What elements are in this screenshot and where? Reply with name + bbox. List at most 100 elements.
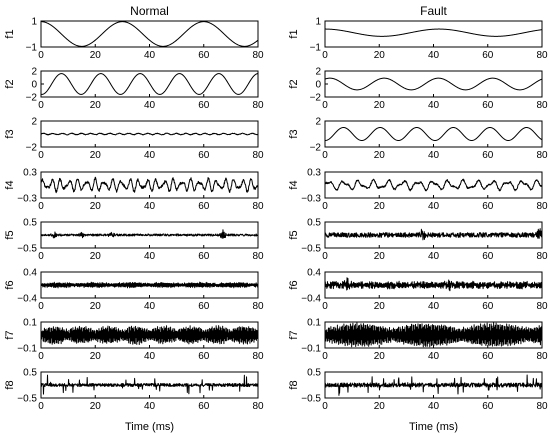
y-tick-label: 0.4 [23, 268, 37, 279]
signal-line [324, 28, 543, 37]
y-tick-label: −2 [26, 143, 38, 154]
x-tick-label: 0 [322, 251, 328, 262]
x-tick-label: 20 [374, 301, 386, 312]
y-tick-label: −0.4 [301, 294, 321, 305]
x-tick-label: 80 [252, 301, 264, 312]
x-tick-label: 80 [536, 351, 548, 362]
x-tick-label: 80 [536, 301, 548, 312]
x-tick-label: 0 [38, 201, 44, 212]
x-tick-label: 0 [322, 401, 328, 412]
x-tick-label: 60 [482, 150, 494, 161]
y-axis-label: f2 [4, 79, 16, 88]
x-tick-label: 80 [252, 50, 264, 61]
y-axis-label: f4 [4, 180, 16, 189]
y-axis-label: f1 [4, 29, 16, 38]
x-tick-label: 80 [252, 351, 264, 362]
x-tick-label: 60 [198, 150, 210, 161]
x-tick-label: 0 [38, 351, 44, 362]
x-axis-label: Time (ms) [125, 421, 174, 433]
x-tick-label: 80 [252, 201, 264, 212]
signal-line [324, 178, 543, 192]
signal-line [40, 132, 259, 136]
y-tick-label: 1 [315, 17, 321, 28]
y-tick-label: −0.1 [17, 344, 37, 355]
x-tick-label: 0 [38, 301, 44, 312]
y-tick-label: 0.1 [23, 318, 37, 329]
signal-line [40, 176, 259, 194]
y-tick-label: −0.1 [301, 344, 321, 355]
x-tick-label: 40 [144, 100, 156, 111]
axes-frame [40, 20, 259, 48]
x-tick-label: 20 [90, 50, 102, 61]
x-tick-label: 0 [38, 150, 44, 161]
x-tick-label: 40 [144, 50, 156, 61]
x-tick-label: 40 [428, 50, 440, 61]
axes-frame [324, 171, 543, 199]
x-tick-label: 60 [198, 201, 210, 212]
x-tick-label: 80 [536, 201, 548, 212]
x-tick-label: 20 [90, 201, 102, 212]
x-tick-label: 40 [144, 150, 156, 161]
signal-line [40, 73, 259, 95]
x-tick-label: 0 [38, 100, 44, 111]
y-tick-label: 2 [31, 117, 37, 128]
x-tick-label: 60 [482, 100, 494, 111]
y-tick-label: 2 [315, 117, 321, 128]
x-tick-label: 20 [374, 150, 386, 161]
signal-line [324, 127, 543, 141]
x-tick-label: 60 [482, 301, 494, 312]
y-tick-label: −2 [310, 93, 322, 104]
x-tick-label: 40 [428, 201, 440, 212]
x-tick-label: 80 [536, 50, 548, 61]
x-tick-label: 20 [374, 251, 386, 262]
y-tick-label: 2 [315, 67, 321, 78]
x-tick-label: 40 [144, 251, 156, 262]
x-tick-label: 0 [322, 50, 328, 61]
y-tick-label: 0.4 [307, 268, 321, 279]
y-axis-label: f3 [288, 129, 300, 138]
x-tick-label: 0 [38, 401, 44, 412]
x-tick-label: 0 [322, 351, 328, 362]
y-tick-label: −2 [26, 93, 38, 104]
x-tick-label: 20 [374, 100, 386, 111]
x-tick-label: 60 [482, 201, 494, 212]
y-tick-label: 0.3 [23, 168, 37, 179]
y-axis-label: f7 [4, 330, 16, 339]
axes-frame [324, 70, 543, 98]
x-tick-label: 40 [428, 351, 440, 362]
signal-line [324, 228, 543, 241]
y-tick-label: 1 [31, 17, 37, 28]
chart-title: Normal [130, 4, 169, 18]
x-tick-label: 80 [252, 251, 264, 262]
x-tick-label: 40 [144, 201, 156, 212]
y-tick-label: −0.5 [301, 394, 321, 405]
signal-line [324, 374, 543, 396]
y-axis-label: f2 [288, 79, 300, 88]
x-tick-label: 20 [374, 50, 386, 61]
x-tick-label: 20 [90, 351, 102, 362]
y-axis-label: f7 [288, 330, 300, 339]
y-axis-label: f5 [288, 230, 300, 239]
y-axis-label: f5 [4, 230, 16, 239]
x-tick-label: 60 [198, 50, 210, 61]
x-tick-label: 80 [536, 150, 548, 161]
y-tick-label: 0.5 [23, 218, 37, 229]
y-axis-label: f8 [288, 380, 300, 389]
axes-frame [324, 120, 543, 148]
y-axis-label: f1 [288, 29, 300, 38]
x-tick-label: 60 [198, 100, 210, 111]
x-tick-label: 60 [482, 50, 494, 61]
signal-line [324, 77, 543, 91]
